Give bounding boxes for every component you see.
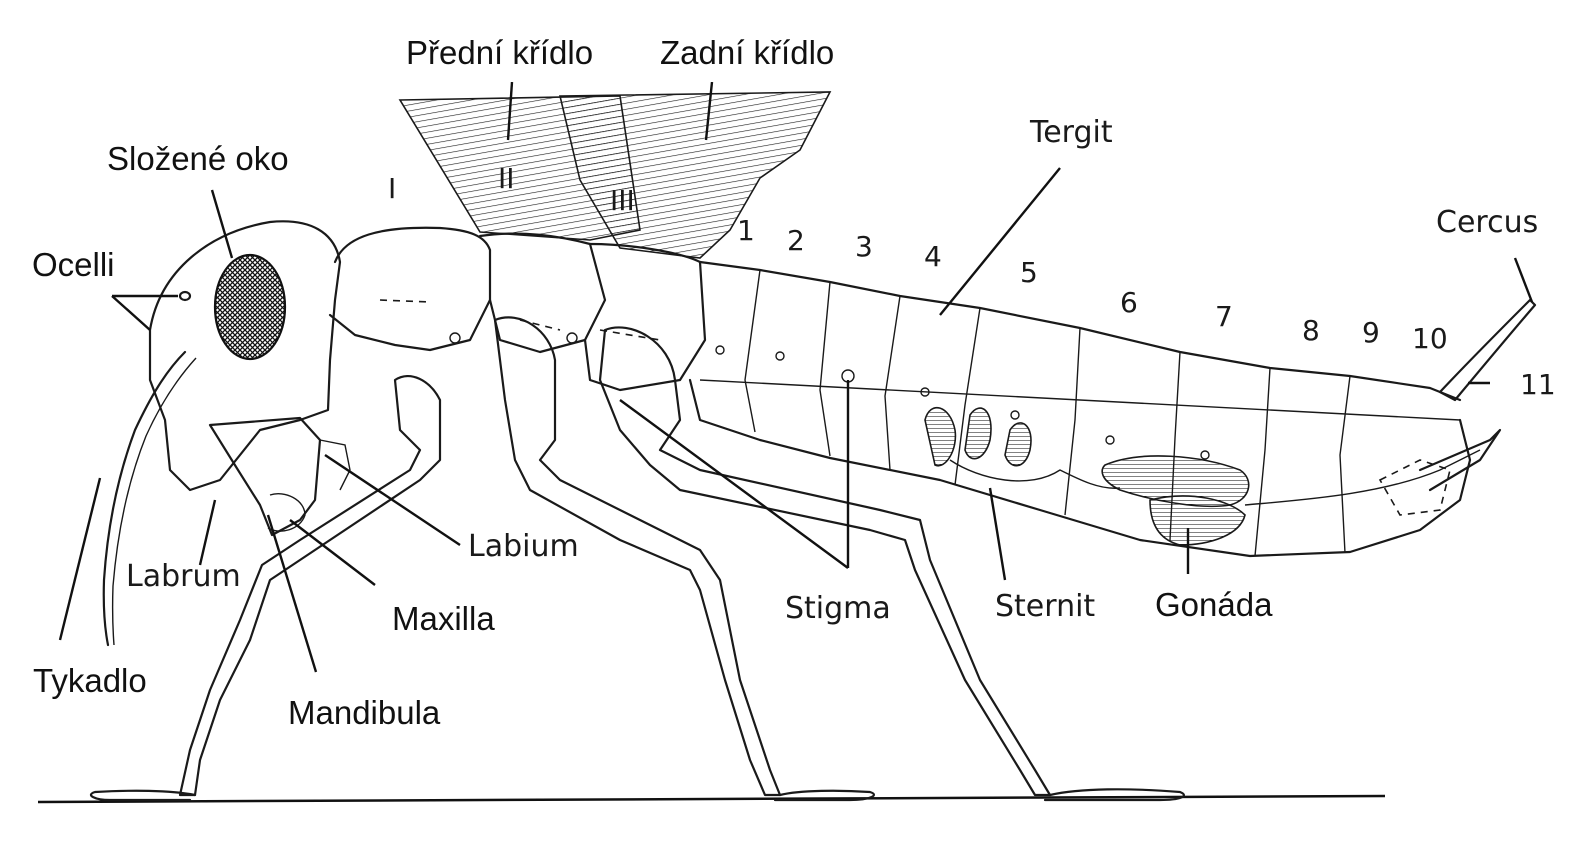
legs <box>91 317 1184 800</box>
label-mandibula: Mandibula <box>288 694 441 731</box>
label-gonada: Gonáda <box>1155 586 1273 623</box>
numeral-1: I <box>388 172 396 205</box>
label-labrum: Labrum <box>126 559 241 594</box>
numeral-3: III <box>610 184 635 217</box>
ocellus <box>180 292 190 300</box>
abdomen-bottom <box>690 380 1470 556</box>
segment-7: 7 <box>1215 300 1233 333</box>
label-cercus: Cercus <box>1436 205 1538 240</box>
antenna-inner <box>113 358 196 645</box>
segment-2: 2 <box>787 224 805 257</box>
spiracles <box>450 333 1209 459</box>
numeral-2: II <box>498 162 515 195</box>
segment-4: 4 <box>924 240 942 273</box>
ovarioles <box>925 408 1031 466</box>
tergite-lines <box>700 270 1460 556</box>
label-labium: Labium <box>468 529 579 564</box>
label-compound-eye: Složené oko <box>107 140 289 177</box>
segment-8: 8 <box>1302 314 1320 347</box>
label-hind-wing: Zadní křídlo <box>660 34 834 71</box>
label-tergit: Tergit <box>1029 115 1113 150</box>
segment-numbers: 1 2 3 4 5 6 7 8 9 10 11 <box>737 214 1556 401</box>
label-front-wing: Přední křídlo <box>406 34 593 71</box>
segment-9: 9 <box>1362 316 1380 349</box>
label-sternit: Sternit <box>995 589 1095 624</box>
mouthparts-detail <box>268 440 350 531</box>
segment-6: 6 <box>1120 286 1138 319</box>
compound-eye <box>215 255 285 359</box>
antenna <box>104 352 185 645</box>
segment-5: 5 <box>1020 256 1038 289</box>
pronotum <box>330 228 490 350</box>
metathorax <box>585 244 705 390</box>
abdomen-inner-dash <box>1380 460 1450 515</box>
label-tykadlo: Tykadlo <box>33 662 147 699</box>
segment-11: 11 <box>1520 368 1556 401</box>
segment-3: 3 <box>855 230 873 263</box>
wings <box>400 92 830 258</box>
label-stigma: Stigma <box>785 591 891 626</box>
segment-10: 10 <box>1412 322 1448 355</box>
label-ocelli: Ocelli <box>32 246 115 283</box>
segment-1: 1 <box>737 214 755 247</box>
label-maxilla: Maxilla <box>392 600 495 637</box>
